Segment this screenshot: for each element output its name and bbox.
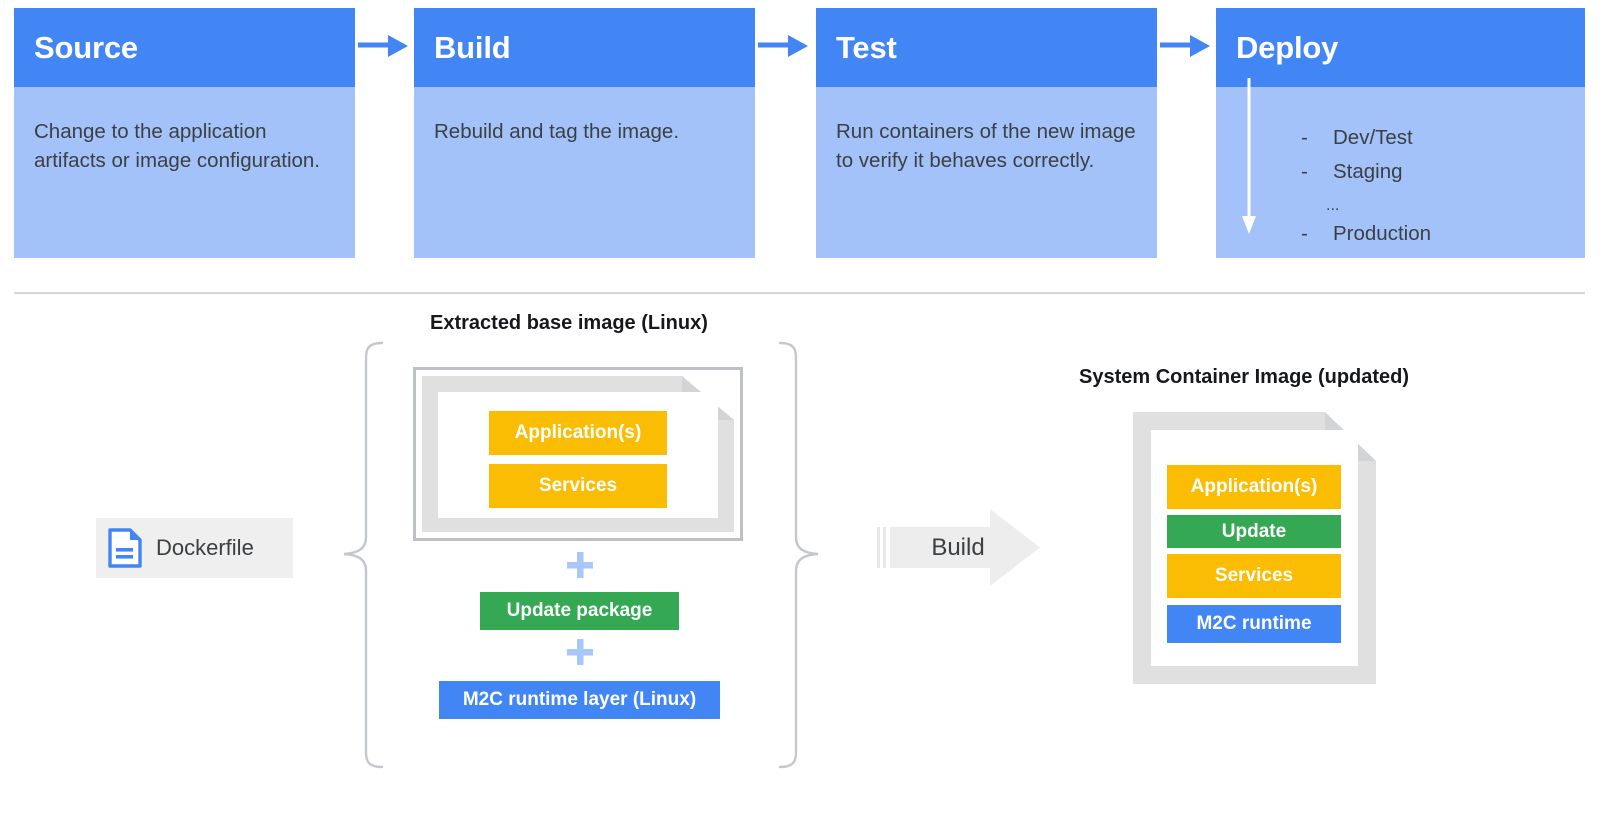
- list-item: - Dev/Test: [1216, 123, 1565, 157]
- section-divider: [14, 292, 1585, 294]
- layer-label: M2C runtime: [1196, 613, 1312, 634]
- system-container-image-title: System Container Image (updated): [1079, 366, 1410, 388]
- dockerfile-chip[interactable]: Dockerfile: [96, 518, 293, 578]
- list-item: ...: [1216, 191, 1565, 219]
- pipeline-card-deploy: Deploy - Dev/Test - Staging ... - Produc…: [1216, 8, 1585, 258]
- deploy-marker: ...: [1326, 197, 1340, 214]
- pipeline-card-deploy-title: Deploy: [1216, 8, 1585, 87]
- pipeline-arrow-source-build: [358, 35, 408, 57]
- layer-label: Services: [1214, 565, 1294, 586]
- build-action-arrow: Build: [877, 509, 1041, 586]
- layer-label: Update package: [506, 600, 653, 621]
- layer-label: Update: [1221, 520, 1287, 542]
- layer-update-package: Update package: [480, 592, 679, 630]
- deploy-label: Production: [1333, 222, 1432, 245]
- grouping-brace-left: [343, 341, 384, 769]
- list-item: - Staging: [1216, 157, 1565, 191]
- output-layer-m2c-runtime: M2C runtime: [1167, 605, 1341, 643]
- pipeline-card-source-body: Change to the application artifacts or i…: [14, 87, 355, 258]
- deploy-marker: -: [1301, 222, 1308, 245]
- layer-m2c-runtime: M2C runtime layer (Linux): [439, 681, 720, 719]
- pipeline-card-build-body: Rebuild and tag the image.: [414, 87, 755, 258]
- deploy-progression-arrow-icon: [1242, 78, 1256, 234]
- layer-label: Application(s): [1190, 476, 1318, 497]
- plus-icon: [567, 552, 593, 578]
- pipeline-arrow-test-deploy: [1160, 35, 1210, 57]
- output-layer-applications: Application(s): [1167, 465, 1341, 509]
- base-layer-applications: Application(s): [489, 411, 667, 455]
- plus-icon: [567, 639, 593, 665]
- deploy-marker: -: [1301, 126, 1308, 149]
- pipeline-card-build: Build Rebuild and tag the image.: [414, 8, 755, 258]
- pipeline-arrow-build-test: [758, 35, 808, 57]
- output-layer-services: Services: [1167, 554, 1341, 598]
- layer-label: Application(s): [514, 422, 642, 443]
- extracted-base-image-title: Extracted base image (Linux): [430, 312, 708, 334]
- layer-label: M2C runtime layer (Linux): [462, 689, 697, 710]
- pipeline-card-source-title: Source: [14, 8, 355, 87]
- output-container-document-icon: [1133, 412, 1376, 684]
- deploy-marker: -: [1301, 160, 1308, 183]
- file-icon: [108, 528, 142, 568]
- layer-label: Services: [538, 475, 618, 496]
- grouping-brace-right: [778, 341, 819, 769]
- arrow-right-icon: [877, 509, 1040, 586]
- pipeline-card-test-body: Run containers of the new image to verif…: [816, 87, 1157, 258]
- deploy-label: Staging: [1333, 160, 1403, 183]
- pipeline-card-test-title: Test: [816, 8, 1157, 87]
- pipeline-card-source: Source Change to the application artifac…: [14, 8, 355, 258]
- dockerfile-label: Dockerfile: [156, 535, 254, 560]
- list-item: - Production: [1216, 219, 1565, 253]
- base-layer-services: Services: [489, 464, 667, 508]
- build-action-label: Build: [931, 533, 985, 561]
- pipeline-card-deploy-body: - Dev/Test - Staging ... - Production: [1216, 87, 1585, 258]
- deploy-environment-list: - Dev/Test - Staging ... - Production: [1216, 123, 1565, 253]
- pipeline-card-build-title: Build: [414, 8, 755, 87]
- output-layer-update: Update: [1167, 515, 1341, 548]
- deploy-label: Dev/Test: [1333, 126, 1413, 149]
- pipeline-card-test: Test Run containers of the new image to …: [816, 8, 1157, 258]
